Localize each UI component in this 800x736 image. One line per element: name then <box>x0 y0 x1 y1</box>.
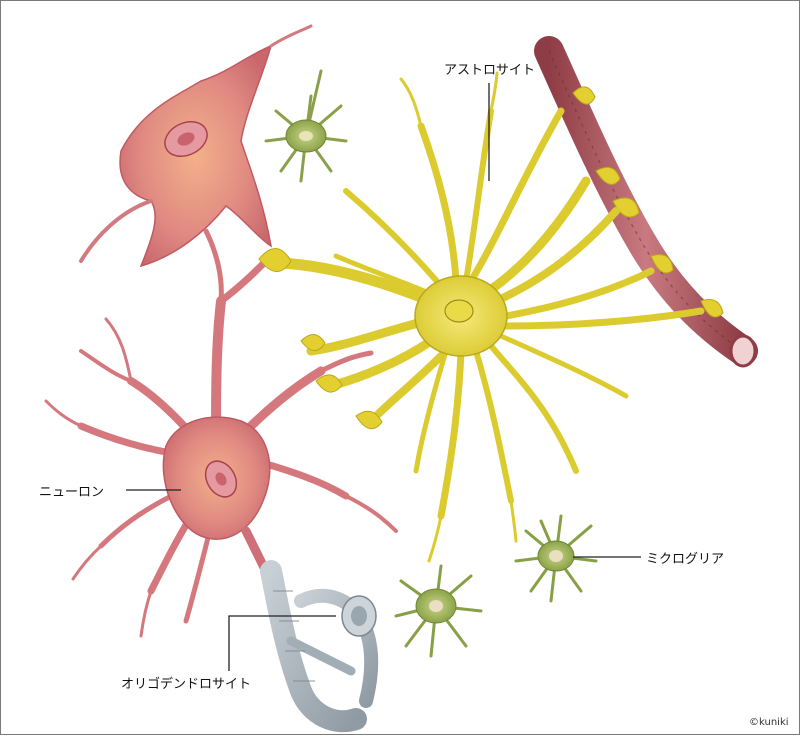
microglia-labeled <box>516 516 596 601</box>
microglia-label: ミクログリア <box>646 548 724 567</box>
oligodendrocyte-label: オリゴデンドロサイト <box>121 673 251 692</box>
astrocyte-label: アストロサイト <box>444 59 535 78</box>
microglia-top <box>266 71 346 181</box>
copyright-text: ©kuniki <box>749 717 789 728</box>
vessel-opening <box>731 336 755 366</box>
neuron-label: ニューロン <box>39 481 104 500</box>
microglia-bottom <box>396 566 481 656</box>
neuron-upper <box>81 26 311 266</box>
neuron-main <box>46 231 396 636</box>
oligodendrocyte <box>271 571 376 721</box>
